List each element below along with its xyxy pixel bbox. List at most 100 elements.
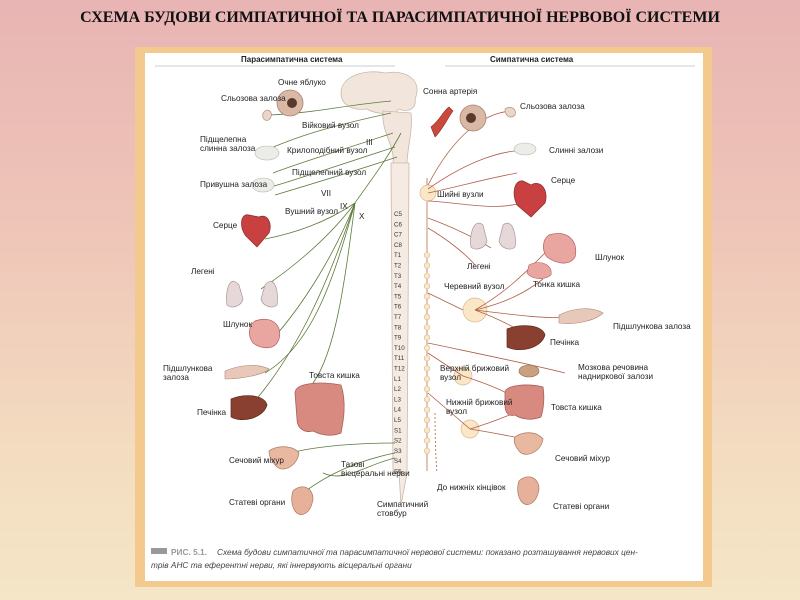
segment-t10: T10 [394, 345, 405, 352]
spinal-cord [390, 162, 410, 506]
right-liver-icon [506, 325, 546, 350]
chain-ganglion-l3 [423, 396, 431, 403]
left-submandibular-icon [254, 145, 280, 161]
chain-ganglion-t6 [423, 303, 431, 310]
label-heart-left: Серце [213, 221, 238, 230]
header-sympathetic: Симпатична система [490, 55, 574, 64]
segment-c6: C6 [394, 221, 402, 228]
label-salivary: Слинні залози [549, 146, 603, 155]
segment-t4: T4 [394, 283, 402, 290]
header-parasympathetic: Парасимпатична система [241, 55, 343, 64]
spinal-segment-labels: C5C6C7C8T1T2T3T4T5T6T7T8T9T10T11T12L1L2L… [394, 211, 405, 476]
label-pancreas-right: Підшлункова залоза [613, 322, 691, 331]
chain-ganglion-s1 [423, 427, 431, 434]
label-bladder-right: Сечовий міхур [555, 454, 610, 463]
chain-ganglion-t2 [423, 262, 431, 269]
label-otic: Вушний вузол [285, 207, 338, 216]
sympathetic-ganglia [423, 252, 431, 455]
segment-s4: S4 [394, 458, 402, 465]
segment-t1: T1 [394, 252, 402, 259]
segment-t3: T3 [394, 273, 402, 280]
right-adrenal-icon [518, 364, 540, 378]
chain-ganglion-t12 [423, 365, 431, 372]
left-lacrimal-icon [262, 109, 272, 121]
label-colon-right: Товста кишка [551, 403, 602, 412]
nerve-X: X [359, 212, 365, 221]
label-stomach-right: Шлунок [595, 253, 624, 262]
segment-t9: T9 [394, 335, 402, 342]
brain [340, 71, 418, 115]
segment-l1: L1 [394, 376, 401, 383]
label-bladder-left: Сечовий міхур [229, 456, 284, 465]
label-heart-right: Серце [551, 176, 576, 185]
label-stomach-left: Шлунок [223, 320, 252, 329]
caption-line-1: Схема будови симпатичної та парасимпатич… [217, 547, 638, 557]
figure-panel: Парасимпатична система Симпатична систем… [145, 53, 703, 581]
label-genitals-right: Статеві органи [553, 502, 609, 511]
left-lungs-icon [226, 281, 278, 308]
chain-ganglion-t11 [423, 355, 431, 362]
right-heart-icon [513, 180, 547, 218]
nerve-III: III [366, 138, 373, 147]
nerve-IX: IX [340, 202, 348, 211]
segment-t2: T2 [394, 263, 402, 270]
label-eye: Очне яблуко [278, 78, 326, 87]
chain-ganglion-t5 [423, 293, 431, 300]
left-pancreas-icon [224, 365, 270, 380]
caption-line-2: трів АНС та еферентні нерви, які іннерву… [151, 560, 412, 570]
caption-marker [151, 548, 167, 554]
chain-ganglion-t3 [423, 272, 431, 279]
right-colon-icon [504, 384, 545, 420]
segment-t8: T8 [394, 324, 402, 331]
chain-ganglion-t10 [423, 344, 431, 352]
label-submand-node: Підщелепний вузол [292, 168, 366, 177]
right-salivary-icon [513, 142, 537, 156]
right-genitals-icon [517, 476, 540, 505]
label-genitals-left: Статеві органи [229, 498, 285, 507]
chain-ganglion-l5 [423, 416, 431, 424]
left-bladder-icon [268, 446, 300, 470]
left-liver-icon [230, 395, 268, 420]
label-colon-left: Товста кишка [309, 371, 360, 380]
segment-l2: L2 [394, 386, 401, 393]
chain-ganglion-t9 [423, 334, 431, 341]
segment-t6: T6 [394, 304, 402, 311]
chain-ganglion-t8 [423, 324, 431, 331]
label-carotid: Сонна артерія [423, 87, 477, 96]
segment-t5: T5 [394, 293, 402, 300]
segment-t11: T11 [394, 355, 405, 362]
label-liver-left: Печінка [197, 408, 227, 417]
segment-c8: C8 [394, 242, 402, 249]
label-lower-limbs: До нижніх кінцівок [437, 483, 506, 492]
right-pancreas-icon [558, 308, 604, 324]
left-genitals-icon [291, 486, 314, 515]
segment-l3: L3 [394, 396, 401, 403]
label-cervical: Шийні вузли [437, 190, 484, 199]
segment-s5: S5 [394, 469, 402, 476]
right-stomach-icon [543, 233, 577, 264]
segment-l4: L4 [394, 407, 401, 414]
slide-title: СХЕМА БУДОВИ СИМПАТИЧНОЇ ТА ПАРАСИМПАТИЧ… [80, 9, 720, 26]
segment-t7: T7 [394, 314, 402, 321]
segment-l5: L5 [394, 417, 401, 424]
chain-ganglion-t4 [423, 283, 431, 290]
chain-ganglion-s3 [423, 447, 431, 455]
label-parotid: Привушна залоза [200, 180, 268, 189]
right-small-intestine-icon [526, 262, 552, 279]
segment-s2: S2 [394, 438, 402, 445]
left-parotid-icon [251, 177, 275, 193]
label-small-int: Тонка кишка [533, 280, 581, 289]
caption-label: РИС. 5.1. [171, 547, 207, 557]
right-lungs-icon [470, 222, 516, 250]
label-pterygo: Крилоподібний вузол [287, 146, 368, 155]
right-bladder-icon [513, 432, 544, 455]
chain-ganglion-t7 [423, 313, 431, 321]
chain-ganglion-s2 [423, 437, 431, 444]
left-heart-icon [241, 214, 271, 248]
